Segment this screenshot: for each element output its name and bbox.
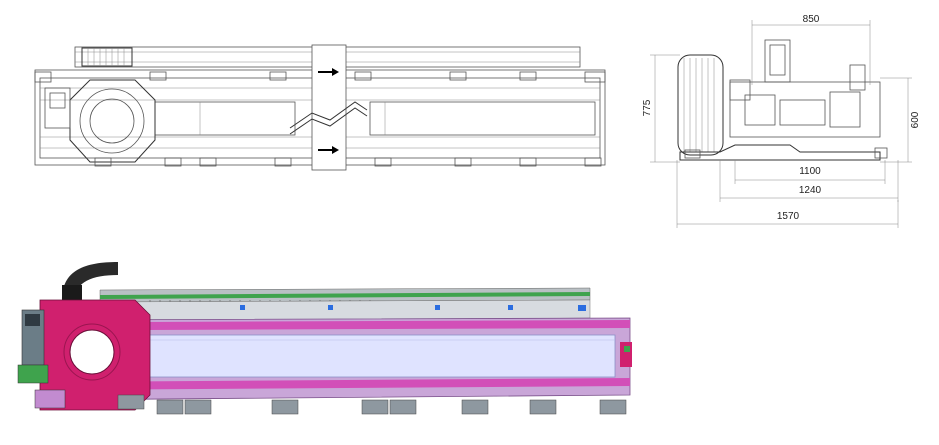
dimension-600: 600	[880, 77, 921, 163]
break-section	[289, 44, 368, 171]
arrow-right-icon	[318, 68, 339, 76]
feet-3d	[117, 394, 627, 415]
dimension-label-775: 775	[642, 99, 653, 116]
dimension-1240: 1240	[719, 160, 899, 202]
cable-chain-top	[81, 47, 133, 67]
dimension-1570: 1570	[676, 160, 899, 228]
feet-row-bottom	[94, 157, 602, 167]
dimension-label-850: 850	[803, 14, 820, 25]
cable-chain-side	[677, 54, 724, 156]
dimension-850: 850	[751, 14, 871, 85]
plan-view-drawing	[34, 44, 606, 171]
dimension-label-1570: 1570	[777, 211, 800, 222]
dimension-775: 775	[642, 54, 680, 163]
end-view-drawing: 850 775 600 1100 1240	[642, 14, 921, 228]
arrow-right-icon	[318, 146, 339, 154]
dimension-label-600: 600	[910, 111, 921, 128]
dimension-label-1100: 1100	[799, 166, 821, 177]
dimension-1100: 1100	[734, 160, 886, 184]
feet-row-top	[34, 71, 606, 83]
carriage-3d	[17, 299, 151, 411]
dimension-label-1240: 1240	[799, 185, 822, 196]
render-3d-model	[17, 262, 632, 415]
carriage-octagon	[69, 79, 156, 163]
